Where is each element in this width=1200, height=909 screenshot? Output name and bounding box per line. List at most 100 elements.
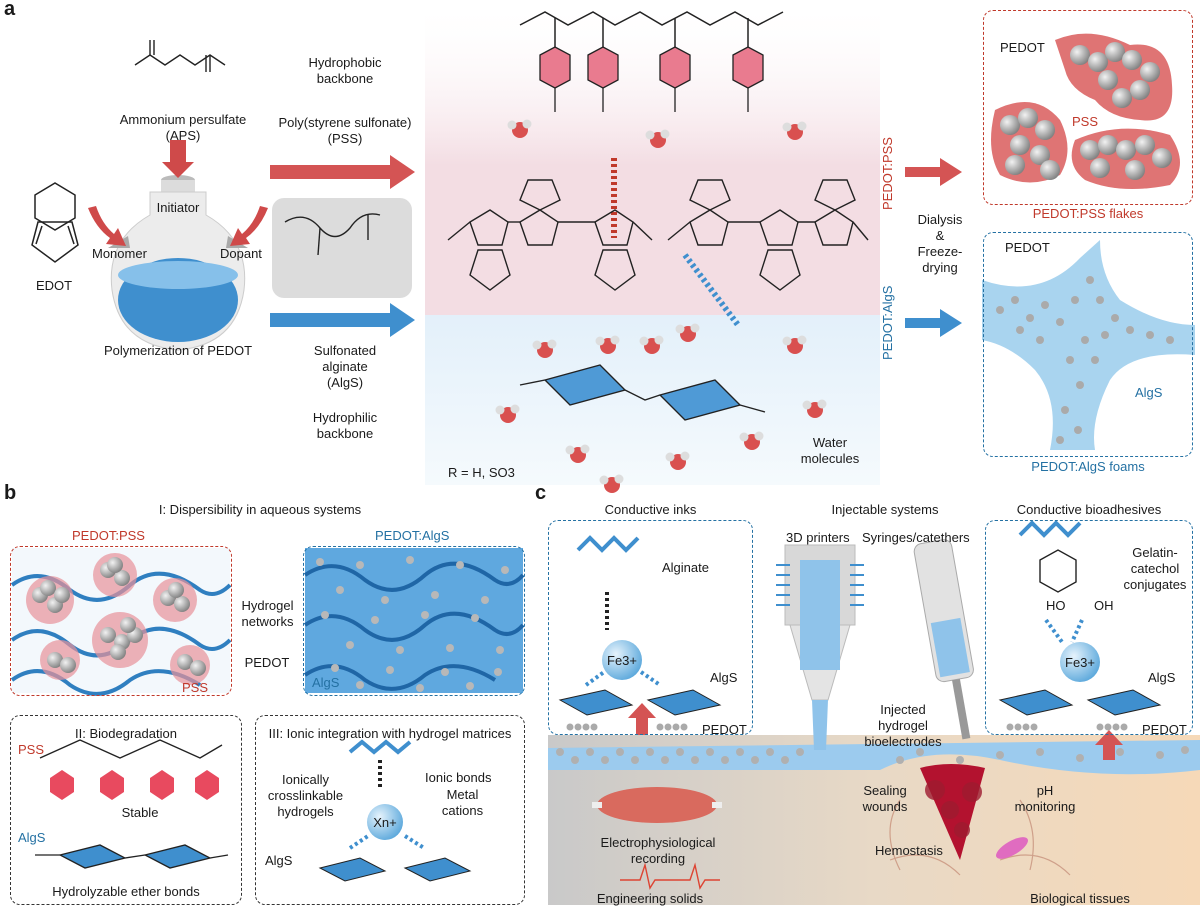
ionically-line1: Ionically (282, 772, 329, 787)
arrow-blue-foams (905, 309, 962, 337)
algs-biodeg (35, 844, 229, 869)
ionic-integration (318, 739, 472, 882)
pedot-algs-vertical: PEDOT:AlgS (880, 285, 895, 360)
foams-box (983, 232, 1193, 457)
printer-nozzle (776, 544, 864, 750)
ionically-line3: hydrogels (277, 804, 334, 819)
b-pss-label: PSS (182, 680, 209, 695)
alginate-label: Alginate (662, 560, 709, 575)
dopant-box (272, 198, 412, 298)
edot-label: EDOT (36, 278, 73, 293)
aps-name: Ammonium persulfate (119, 112, 247, 127)
dialysis-line3: Freeze- (917, 244, 963, 259)
wound-area (889, 764, 1071, 876)
pedot-pss-vertical: PEDOT:PSS (880, 137, 895, 210)
algs-line1: Sulfonated (313, 343, 377, 358)
inks-title: Conductive inks (604, 502, 697, 517)
ionic-algs-label: AlgS (265, 853, 293, 868)
arrow-blue-algs (270, 303, 415, 337)
foams-pedot-label: PEDOT (1005, 240, 1050, 255)
stable-label: Stable (121, 805, 159, 820)
algs-line3: (AlgS) (326, 375, 364, 390)
monomer-label: Monomer (92, 246, 147, 261)
water-molecules (495, 119, 827, 493)
water-line1: Water (812, 435, 848, 450)
biodeg-pss-label: PSS (18, 742, 45, 757)
pedot-band (425, 165, 880, 315)
pedot-algs-foams (982, 240, 1195, 450)
hydrogel-line1: Hydrogel (241, 598, 294, 613)
b-pedot-label: PEDOT (244, 655, 290, 670)
flakes-pedot-label: PEDOT (1000, 40, 1045, 55)
pss-rings (539, 46, 764, 89)
pss-dispersion-box (10, 546, 232, 696)
adh-pedot-label: PEDOT (1142, 722, 1187, 737)
metal-line1: Metal (446, 787, 479, 802)
gelatin-line2: catechol (1130, 561, 1180, 576)
gelatin-line1: Gelatin- (1132, 545, 1178, 560)
hemostasis-label: Hemostasis (875, 843, 943, 858)
sealing-line2: wounds (862, 799, 908, 814)
pss-backbone (519, 11, 784, 48)
dopant-label: Dopant (220, 246, 262, 261)
pss-line2: (PSS) (327, 131, 363, 146)
biodeg-title: II: Biodegradation (75, 726, 177, 741)
electro-line1: Electrophysiological (600, 835, 716, 850)
flakes-pss-label: PSS (1072, 114, 1099, 129)
syringes-label: Syringes/catethers (862, 530, 970, 545)
dialysis-line1: Dialysis (917, 212, 963, 227)
flakes-box (983, 10, 1193, 205)
hydrogel-line2: networks (241, 614, 294, 629)
inks-box (548, 520, 753, 735)
inks-structure (558, 535, 722, 731)
pedot-chain (447, 179, 869, 291)
ph-line2: monitoring (1014, 799, 1076, 814)
initiator-label: Initiator (156, 200, 200, 215)
water-line2: molecules (800, 451, 860, 466)
cation-label: Xn+ (373, 815, 397, 830)
gelatin-line3: conjugates (1123, 577, 1187, 592)
bioadhesives-title: Conductive bioadhesives (1016, 502, 1162, 517)
red-arrows-flask (88, 140, 268, 246)
arrow-red-pss (270, 155, 415, 189)
hydrophobic-line1: Hydrophobic (308, 55, 382, 70)
inks-pedot-label: PEDOT (702, 722, 747, 737)
pss-biodeg (39, 739, 223, 800)
inks-algs-label: AlgS (710, 670, 738, 685)
foams-algs-label: AlgS (1135, 385, 1163, 400)
ether-bonds-label: Hydrolyzable ether bonds (52, 884, 200, 899)
r-group-label: R = H, SO3 (448, 465, 515, 480)
flakes-caption: PEDOT:PSS flakes (1032, 206, 1144, 221)
ho-label: HO (1046, 598, 1066, 613)
biodeg-box (10, 715, 242, 905)
polymerization-label: Polymerization of PEDOT (103, 343, 253, 358)
aps-structure (134, 40, 226, 72)
adhesive-structure (998, 520, 1162, 731)
b-pedot-pss-label: PEDOT:PSS (72, 528, 145, 543)
foams-caption: PEDOT:AlgS foams (1031, 459, 1145, 474)
engineering-label: Engineering solids (596, 891, 704, 906)
adh-fe-label: Fe3+ (1065, 655, 1095, 670)
dialysis-line2: & (935, 228, 945, 243)
syringe (913, 539, 974, 740)
muscle (592, 787, 722, 890)
b-pedot-algs-label: PEDOT:AlgS (375, 528, 450, 543)
injected-line3: bioelectrodes (864, 734, 942, 749)
edot-structure (31, 182, 79, 263)
ionic-bonds-label: Ionic bonds (425, 770, 492, 785)
hydrophilic-line1: Hydrophilic (312, 410, 378, 425)
up-arrow-adhesives (1095, 730, 1123, 760)
biological-label: Biological tissues (1030, 891, 1130, 906)
b-algs-label: AlgS (312, 675, 340, 690)
pedot-pss-flakes (991, 33, 1180, 189)
ionic-title: III: Ionic integration with hydrogel mat… (268, 726, 512, 741)
printers-label: 3D printers (786, 530, 850, 545)
inks-fe-label: Fe3+ (607, 653, 637, 668)
biodeg-algs-label: AlgS (18, 830, 46, 845)
dialysis-line4: drying (922, 260, 958, 275)
ionic-box (255, 715, 525, 905)
ionic-interaction-algs (682, 253, 741, 327)
electro-line2: recording (630, 851, 686, 866)
panel-b-letter: b (4, 482, 17, 504)
adh-algs-label: AlgS (1148, 670, 1176, 685)
